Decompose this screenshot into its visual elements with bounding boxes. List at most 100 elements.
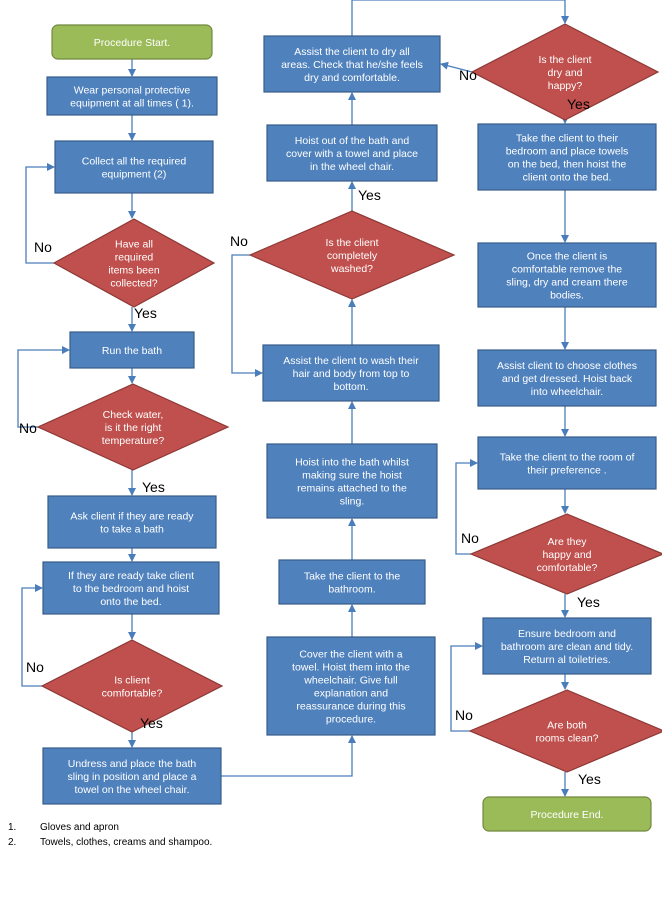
node-text-line: Procedure End. [531, 809, 604, 821]
node-text-line: equipment (2) [102, 169, 167, 181]
node-run-bath: Run the bath [69, 331, 195, 369]
process-box [46, 76, 218, 116]
node-text-line: bodies. [550, 290, 584, 302]
node-text-line: their preference . [527, 465, 606, 477]
node-text-line: areas. Check that he/she feels [281, 59, 423, 71]
node-text-line: to the bedroom and hoist [73, 583, 189, 595]
node-text-line: rooms clean? [535, 733, 598, 745]
nodes: Procedure Start. Wear personal protective… [36, 23, 662, 832]
node-text-line: Once the client is [527, 251, 608, 263]
node-text-line: Hoist out of the bath and [295, 135, 410, 147]
node-text-line: sling. [340, 496, 365, 508]
node-text-line: Collect all the required [82, 156, 187, 168]
label-no-dry: No [459, 67, 477, 83]
edge-no-clean [450, 642, 483, 732]
node-text-line: comfortable? [537, 562, 598, 574]
node-text-line: Is the client [538, 54, 591, 66]
node-text-line: Return al toiletries. [523, 654, 611, 666]
node-text-line: reassurance during this [296, 701, 405, 713]
footnote-1: 1.Gloves and apron [8, 822, 119, 833]
edge-no-run [17, 346, 70, 428]
node-text-line: onto the bed. [100, 596, 161, 608]
node-text-line: explanation and [314, 688, 388, 700]
node-text-line: making sure the hoist [302, 470, 402, 482]
edge-dry-decision [351, 0, 569, 36]
decision-diamond [470, 23, 660, 121]
node-text-line: Take the client to the room of [500, 452, 635, 464]
node-text-line: is it the right [105, 422, 162, 434]
label-no-clean: No [455, 707, 473, 723]
node-text-line: completely [327, 250, 378, 262]
node-text-line: If they are ready take client [68, 570, 194, 582]
node-text-line: Run the bath [102, 345, 162, 357]
process-box [263, 35, 441, 93]
label-no-have-all: No [34, 239, 52, 255]
node-text-line: sling in position and place a [67, 771, 196, 783]
node-text-line: Cover the client with a [299, 649, 402, 661]
decision-diamond [36, 383, 230, 471]
node-text-line: to take a bath [100, 524, 164, 536]
label-no-comfortable: No [26, 659, 44, 675]
node-text-line: equipment at all times ( 1). [70, 98, 194, 110]
node-text-line: comfortable? [102, 688, 163, 700]
decision-diamond [468, 689, 662, 773]
node-end: Procedure End. [482, 796, 652, 832]
node-text-line: Is the client [325, 237, 378, 249]
process-box [69, 331, 195, 369]
process-box [54, 140, 214, 194]
node-text-line: Hoist into the bath whilst [295, 457, 409, 469]
node-text-line: collected? [110, 278, 157, 290]
node-text-line: Are they [547, 536, 587, 548]
node-text-line: bathroom. [328, 584, 375, 596]
edge-undress-cover [221, 735, 356, 777]
node-text-line: washed? [330, 263, 373, 275]
node-text-line: Are both [547, 720, 587, 732]
node-start: Procedure Start. [51, 24, 213, 60]
node-text-line: Assist the client to dry all [294, 46, 410, 58]
edge-no-dry [440, 61, 473, 73]
node-text-line: wheelchair. Give full [303, 675, 397, 687]
node-text-line: Procedure Start. [94, 37, 170, 49]
edge-no-collect [25, 163, 55, 264]
node-text-line: Ask client if they are ready [70, 511, 194, 523]
edge-no-ready [21, 584, 43, 687]
node-text-line: Ensure bedroom and [518, 628, 616, 640]
footnote-2: 2.Towels, clothes, creams and shampoo. [8, 837, 213, 848]
connectors [17, 0, 569, 797]
label-yes-washed: Yes [358, 187, 381, 203]
terminal-box [51, 24, 213, 60]
decision-diamond [40, 639, 224, 733]
node-text-line: cover with a towel and place [286, 148, 418, 160]
node-text-line: happy? [548, 80, 583, 92]
node-text-line: Wear personal protective [74, 85, 191, 97]
node-text-line: temperature? [102, 435, 165, 447]
process-box [266, 443, 438, 519]
node-text-line: Undress and place the bath [68, 758, 197, 770]
process-box [482, 617, 652, 675]
node-text-line: and get dressed. Hoist back [502, 373, 633, 385]
process-box [42, 561, 220, 615]
node-text-line: client onto the bed. [523, 172, 612, 184]
node-text-line: towel. Hoist them into the [292, 662, 410, 674]
node-text-line: Assist client to choose clothes [497, 360, 637, 372]
node-text-line: bedroom and place towels [506, 146, 629, 158]
process-box [477, 242, 657, 308]
node-text-line: Take the client to their [516, 133, 619, 145]
